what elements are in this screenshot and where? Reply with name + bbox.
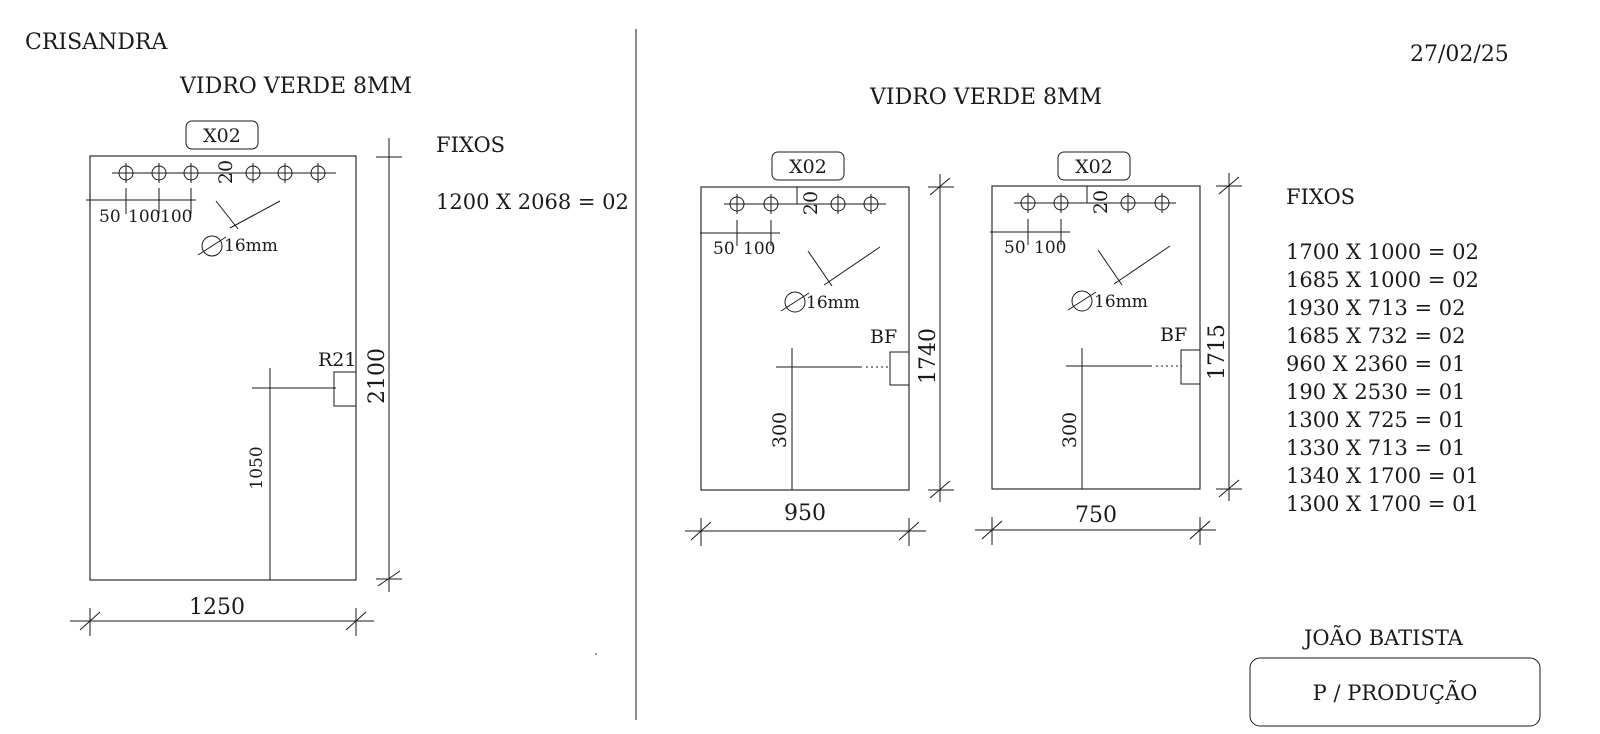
- panel-b-hole-diameter: 16mm: [1094, 292, 1148, 312]
- panel-b-label: X02: [1075, 156, 1113, 178]
- panel-a-cutout-height: 300: [769, 412, 791, 448]
- left-hole-offset: 20: [215, 160, 237, 184]
- panel-b-width: 750: [1075, 503, 1117, 528]
- fixed-item: 1700 X 1000 = 02: [1286, 240, 1479, 264]
- panel-a-height: 1740: [916, 328, 941, 384]
- fixed-item: 1685 X 1000 = 02: [1286, 268, 1479, 292]
- right-fixed-title: FIXOS: [1286, 185, 1355, 209]
- left-panel-height: 2100: [365, 348, 390, 404]
- left-cutout: [333, 371, 357, 407]
- production-stamp-box: [1249, 657, 1541, 727]
- panel-a: X02 20 50 100 16mm BF: [685, 151, 954, 546]
- left-hole-diameter: 16mm: [224, 236, 278, 256]
- right-material-title: VIDRO VERDE 8MM: [869, 85, 1102, 110]
- panel-b-outline: [991, 185, 1201, 490]
- panel-b-spacing-2: 100: [1034, 238, 1066, 258]
- left-fixed-title: FIXOS: [436, 133, 505, 157]
- stray-mark: [595, 653, 597, 655]
- right-sheet: VIDRO VERDE 8MM X02 20 50 100: [685, 85, 1479, 546]
- panel-a-spacing-1: 50: [713, 239, 735, 259]
- left-panel-label: X02: [203, 125, 241, 147]
- panel-a-hole-diameter: 16mm: [806, 293, 860, 313]
- left-panel-width: 1250: [189, 595, 245, 620]
- panel-b-label-box: [1057, 151, 1131, 181]
- left-spacing-1: 50: [99, 207, 121, 227]
- panel-b-cutout-label: BF: [1160, 324, 1187, 346]
- client-name: CRISANDRA: [25, 30, 169, 55]
- fixed-item: 960 X 2360 = 01: [1286, 352, 1466, 376]
- left-spacing-2: 100: [128, 207, 160, 227]
- panel-b-hole-symbols: [1020, 193, 1170, 213]
- fixed-item: 1300 X 1700 = 01: [1286, 492, 1479, 516]
- panel-a-label: X02: [789, 156, 827, 178]
- left-cutout-height: 1050: [247, 446, 267, 489]
- panel-a-label-box: [771, 151, 845, 181]
- author-name: JOÃO BATISTA: [1302, 626, 1464, 650]
- panel-b-height: 1715: [1205, 324, 1230, 380]
- panel-b-cutout-height: 300: [1059, 412, 1081, 448]
- left-panel-label-box: [185, 120, 259, 150]
- panel-b-cutout: [1180, 349, 1201, 385]
- panel-a-hole-symbols: [729, 194, 879, 214]
- panel-b-hole-offset: 20: [1090, 190, 1112, 214]
- fixed-item: 1300 X 725 = 01: [1286, 408, 1466, 432]
- left-panel-outline: [89, 155, 357, 581]
- panel-a-cutout: [889, 351, 910, 386]
- right-fixed-list: 1700 X 1000 = 02 1685 X 1000 = 02 1930 X…: [1286, 240, 1479, 516]
- panel-a-cutout-label: BF: [870, 326, 897, 348]
- panel-a-spacing-2: 100: [743, 239, 775, 259]
- left-hole-symbols: [118, 163, 326, 183]
- fixed-item: 1330 X 713 = 01: [1286, 436, 1466, 460]
- fixed-item: 1340 X 1700 = 01: [1286, 464, 1479, 488]
- panel-a-width: 950: [784, 501, 826, 526]
- left-fixed-item: 1200 X 2068 = 02: [436, 190, 629, 214]
- left-material-title: VIDRO VERDE 8MM: [179, 74, 412, 99]
- panel-b: X02 20 50 100 16mm BF: [975, 151, 1242, 545]
- left-spacing-3: 100: [160, 207, 192, 227]
- left-diameter-symbol: [201, 235, 223, 257]
- panel-a-hole-offset: 20: [800, 191, 822, 215]
- drawing-date: 27/02/25: [1410, 42, 1509, 67]
- fixed-item: 1685 X 732 = 02: [1286, 324, 1466, 348]
- left-sheet: VIDRO VERDE 8MM X02 20 50 100 100 16mm: [70, 74, 629, 655]
- production-stamp: P / PRODUÇÃO: [1313, 681, 1478, 705]
- fixed-item: 1930 X 713 = 02: [1286, 296, 1466, 320]
- fixed-item: 190 X 2530 = 01: [1286, 380, 1466, 404]
- panel-a-outline: [700, 186, 910, 491]
- panel-b-spacing-1: 50: [1004, 238, 1026, 258]
- left-cutout-label: R21: [318, 349, 356, 371]
